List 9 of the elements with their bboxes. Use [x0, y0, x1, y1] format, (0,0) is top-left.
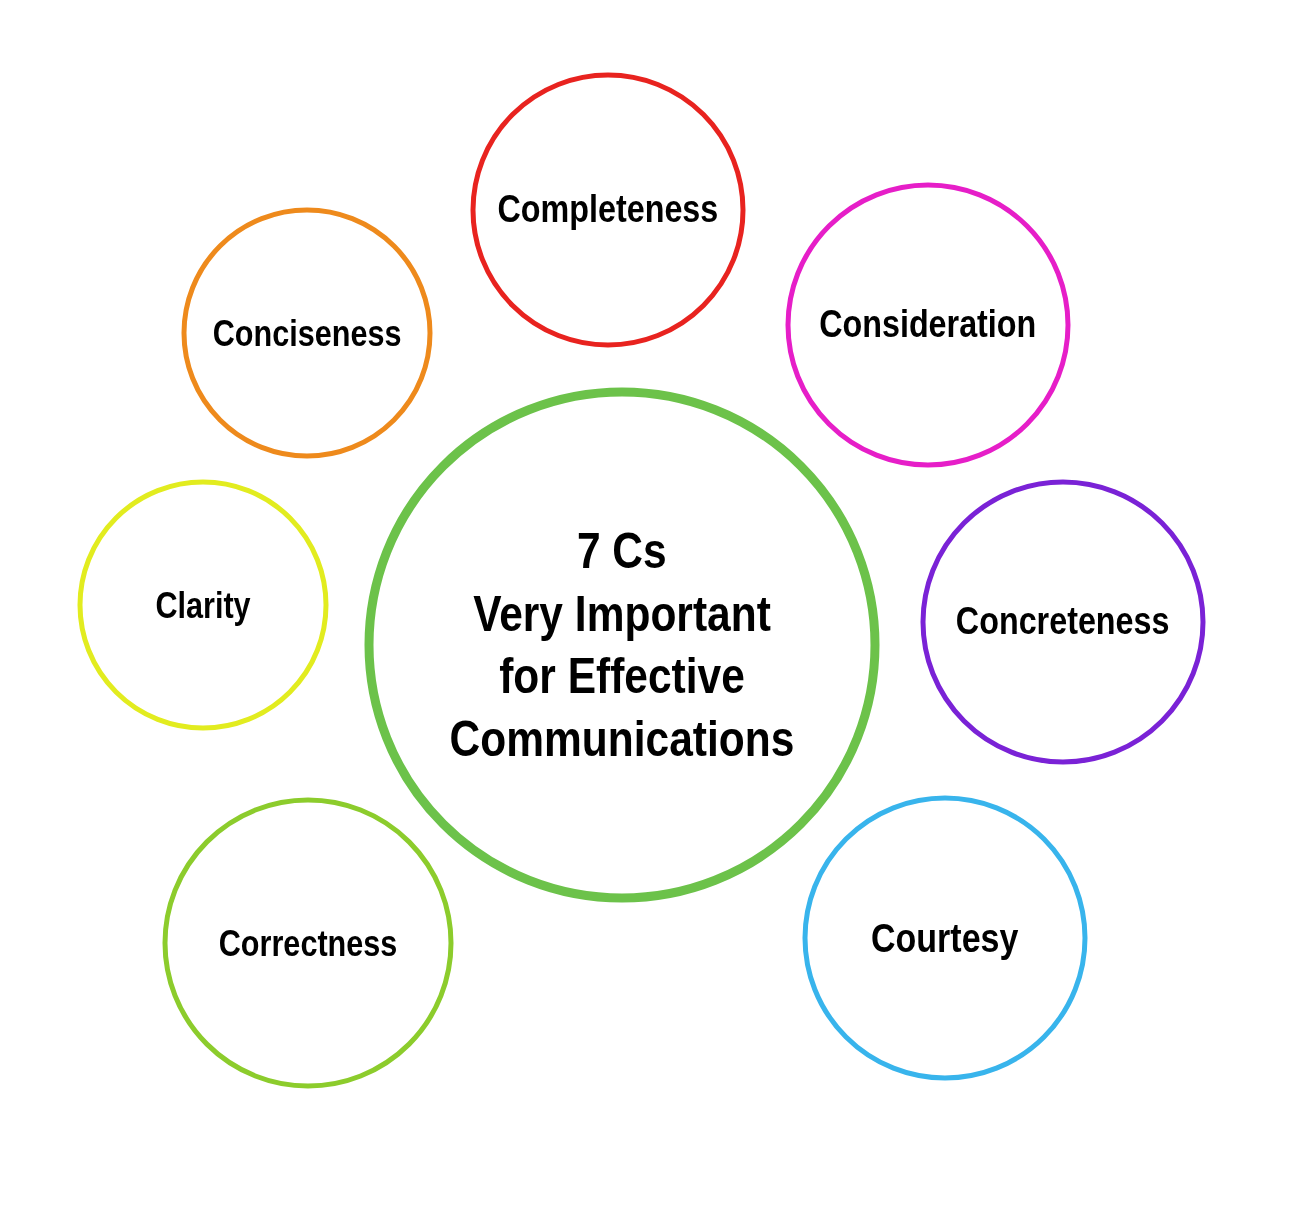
circle-label: Clarity [155, 583, 251, 628]
circle-label: 7 Cs [577, 522, 667, 581]
circle-label: Correctness [218, 921, 398, 966]
circle-label: Completeness [497, 187, 719, 233]
circle-label: Conciseness [212, 311, 402, 356]
circle-label: Very Important for Effective Communications [448, 584, 796, 769]
circle-label: Consideration [819, 302, 1037, 348]
circle-label: Concreteness [956, 599, 1170, 645]
circle-label: Courtesy [871, 915, 1019, 962]
